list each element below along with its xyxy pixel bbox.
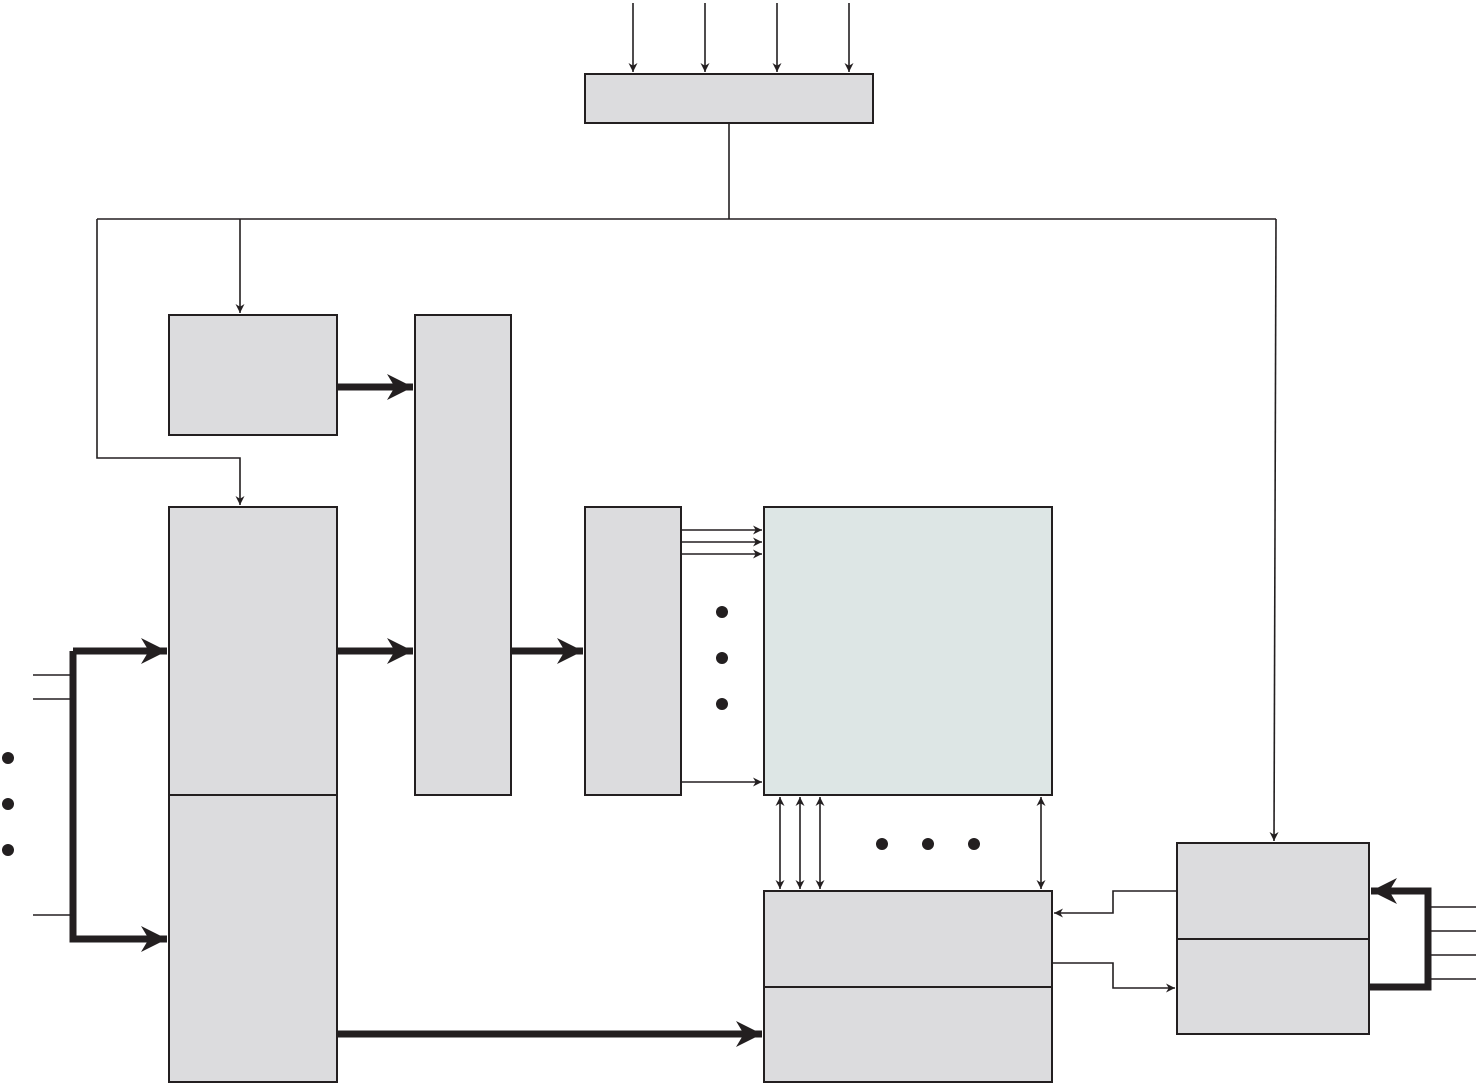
- ellipsis-dot: [876, 838, 888, 850]
- bottom-to-right-arrow: [1052, 962, 1175, 993]
- driver-to-array-lines: [681, 525, 762, 787]
- bus-right-loop: [1369, 878, 1432, 991]
- ellipsis-dot: [2, 844, 14, 856]
- ellipsis-dot: [716, 606, 728, 618]
- left-block-upper-half: [168, 506, 338, 796]
- right-inputs: [1428, 906, 1476, 980]
- bottom-block-upper-half: [763, 890, 1053, 988]
- array-block: [763, 506, 1053, 796]
- ellipsis-dot: [716, 698, 728, 710]
- top-control-block: [584, 73, 874, 124]
- bus-input-to-left-lower: [69, 651, 167, 952]
- ellipsis-dot: [2, 752, 14, 764]
- control-to-right-block: [1269, 218, 1279, 842]
- ellipsis-dot: [716, 652, 728, 664]
- ellipsis-dot: [968, 838, 980, 850]
- control-to-left-block: [96, 219, 245, 505]
- control-distribution: [96, 123, 1279, 842]
- ellipsis-dot: [2, 798, 14, 810]
- ellipsis-dot: [922, 838, 934, 850]
- left-input-ellipsis: [2, 752, 14, 856]
- left-block-lower-half: [168, 794, 338, 1083]
- bottom-block-lower-half: [763, 986, 1053, 1083]
- array-column-ellipsis: [876, 838, 980, 850]
- right-block-lower-half: [1176, 938, 1370, 1035]
- data-buses: [69, 374, 1432, 1047]
- array-column-lines: [775, 797, 1046, 889]
- driver-output-ellipsis: [716, 606, 728, 710]
- upper-left-block: [168, 314, 338, 436]
- right-block-upper-half: [1176, 842, 1370, 940]
- driver-block: [584, 506, 682, 796]
- tall-middle-block: [414, 314, 512, 796]
- top-input-arrows: [628, 3, 854, 72]
- bottom-right-links: [1052, 890, 1177, 993]
- right-to-bottom-arrow: [1054, 890, 1177, 918]
- left-inputs: [33, 674, 73, 916]
